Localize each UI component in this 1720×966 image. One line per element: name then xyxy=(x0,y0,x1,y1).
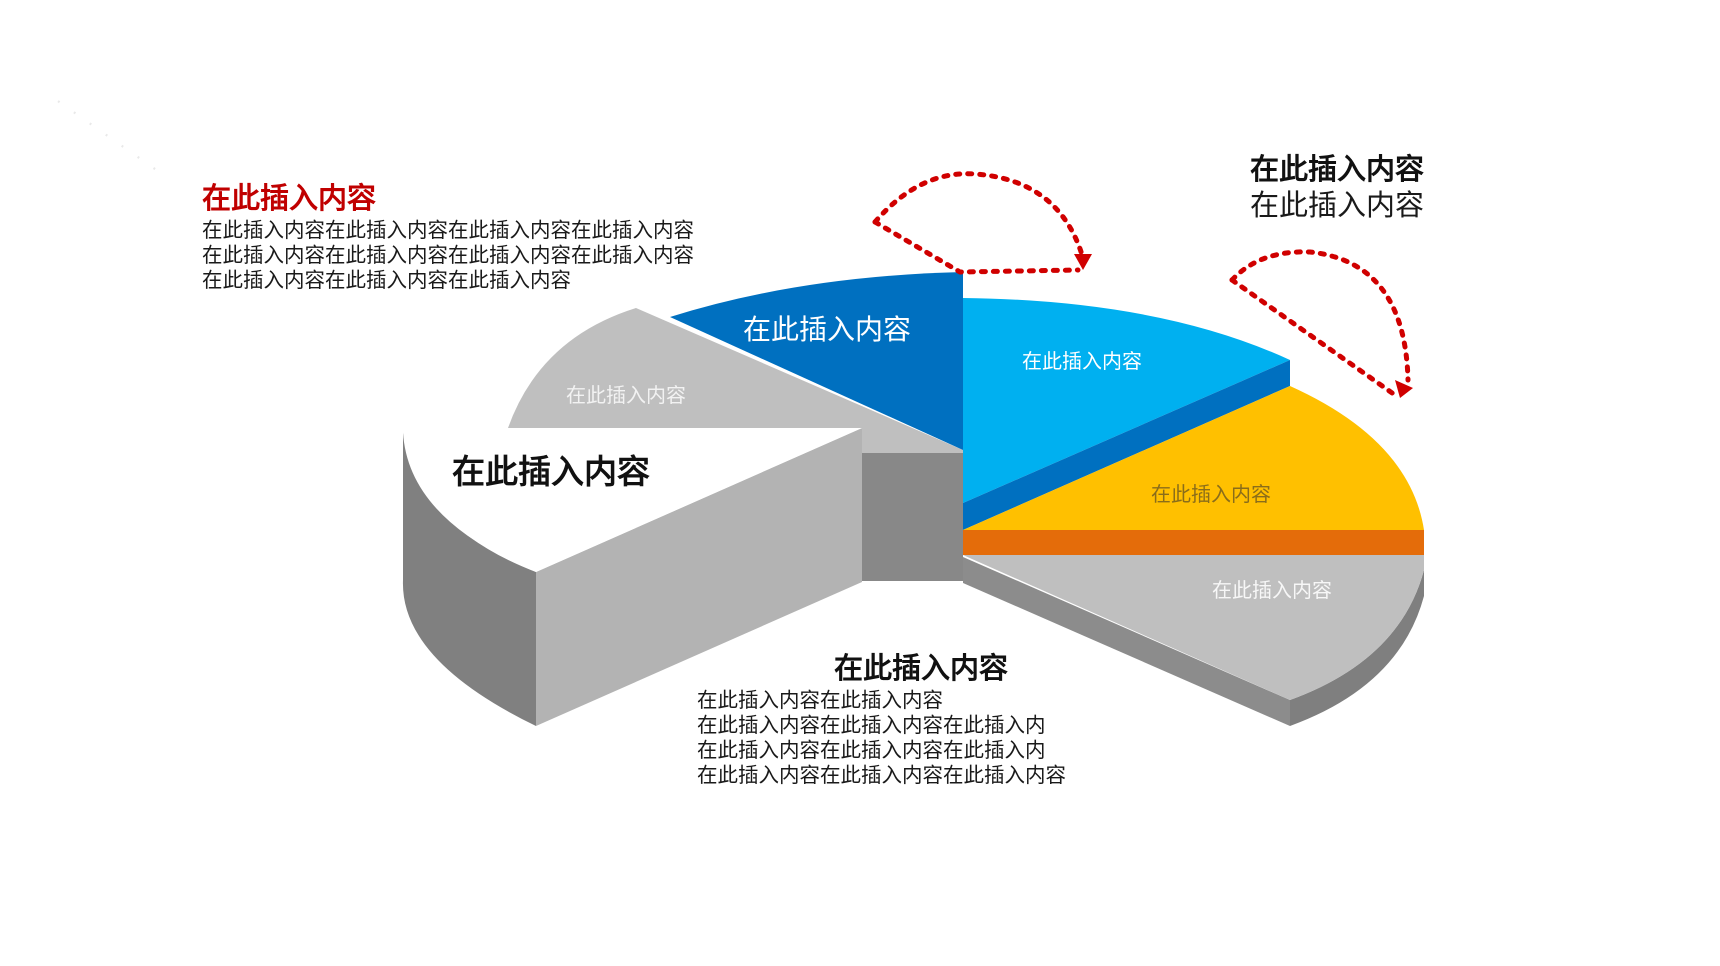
slice-orange-band xyxy=(963,530,1424,555)
slice-back-gray xyxy=(508,308,963,455)
top-right-subtitle: 在此插入内容 xyxy=(1250,188,1425,222)
label-light-blue-slice: 在此插入内容 xyxy=(1022,349,1142,373)
slice-light-blue xyxy=(963,298,1290,503)
top-right-title: 在此插入内容 xyxy=(1250,152,1425,186)
label-white-slice: 在此插入内容 xyxy=(452,452,650,491)
top-left-title: 在此插入内容 xyxy=(202,181,377,215)
slice-right-gray xyxy=(963,555,1424,700)
label-yellow-slice: 在此插入内容 xyxy=(1151,482,1271,506)
slice-light-blue-edge xyxy=(963,360,1290,530)
slice-white-top xyxy=(403,428,862,572)
slice-yellow xyxy=(963,386,1424,530)
arrowhead-2-icon xyxy=(1395,380,1413,398)
bottom-line-2: 在此插入内容在此插入内容在此插入内 xyxy=(697,713,1046,737)
top-left-line-2: 在此插入内容在此插入内容在此插入内容在此插入内容 xyxy=(202,243,694,267)
curved-arrow-2 xyxy=(1229,249,1411,398)
label-right-gray-slice: 在此插入内容 xyxy=(1212,578,1332,602)
bottom-title: 在此插入内容 xyxy=(834,651,1009,685)
slice-right-gray-edge xyxy=(963,557,1290,726)
label-dark-blue-slice: 在此插入内容 xyxy=(743,313,912,346)
bottom-line-3: 在此插入内容在此插入内容在此插入内 xyxy=(697,738,1046,762)
label-back-gray-slice: 在此插入内容 xyxy=(566,383,686,407)
top-left-line-1: 在此插入内容在此插入内容在此插入内容在此插入内容 xyxy=(202,218,694,242)
slice-white-curved-side xyxy=(402,432,536,726)
slice-dark-blue xyxy=(670,272,963,450)
bottom-line-4: 在此插入内容在此插入内容在此插入内容 xyxy=(697,763,1066,787)
arrowhead-1-icon xyxy=(1074,254,1092,270)
bottom-line-1: 在此插入内容在此插入内容 xyxy=(697,688,943,712)
top-left-line-3: 在此插入内容在此插入内容在此插入内容 xyxy=(202,268,571,292)
slice-inner-block xyxy=(862,453,963,581)
slice-right-gray-rim xyxy=(1290,570,1424,726)
slice-white-front-side xyxy=(536,428,862,726)
curved-arrow-1 xyxy=(872,171,1086,275)
